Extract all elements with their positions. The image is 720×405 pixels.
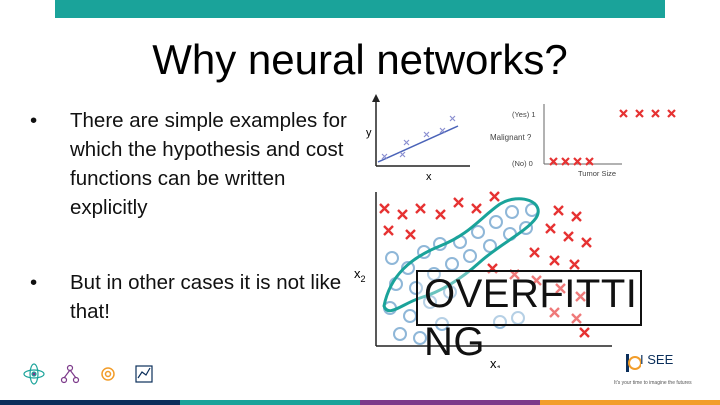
bullet-text: There are simple examples for which the … — [70, 109, 347, 219]
class-crosses — [379, 191, 592, 338]
overfitting-label: OVERFITTI NG — [424, 272, 638, 364]
bottom-color-bar — [0, 400, 720, 405]
logo-text: I SEE — [640, 352, 674, 367]
bottom-bar-segment — [0, 400, 180, 405]
classification-figure: (Yes) 1 Malignant ? (No) 0 Tumor Size — [490, 104, 676, 178]
decision-boundary — [382, 197, 540, 313]
class-1-marks — [619, 109, 676, 118]
no-label: (No) 0 — [512, 159, 533, 168]
x2-axis-label: x2 — [354, 266, 366, 284]
bullet-dot: • — [30, 109, 38, 132]
yes-label: (Yes) 1 — [512, 110, 536, 119]
top-accent-bar — [55, 0, 665, 18]
gear-icon — [101, 367, 115, 381]
overfitting-box — [416, 270, 642, 326]
bottom-bar-segment — [540, 400, 720, 405]
regression-line — [377, 125, 459, 163]
atom-icon — [23, 363, 45, 385]
page-title: Why neural networks? — [152, 36, 568, 83]
y-axis-label: y — [366, 127, 372, 139]
bullet-text: But in other cases it is not like that! — [70, 271, 342, 323]
logo-mark — [626, 354, 641, 372]
scatter-figure: x2 x1 — [354, 191, 612, 368]
x-axis-label: Tumor Size — [578, 169, 616, 178]
network-icon — [60, 364, 80, 384]
bullet-list: • There are simple examples for which th… — [30, 106, 360, 326]
bottom-bar-segment — [360, 400, 540, 405]
chart-icon — [135, 365, 153, 383]
class-0-marks — [549, 157, 594, 166]
bullet-dot: • — [30, 271, 38, 294]
bullet-item: • But in other cases it is not like that… — [30, 268, 360, 326]
regression-figure: y x — [366, 94, 470, 182]
bullet-item: • There are simple examples for which th… — [30, 106, 360, 222]
regression-points — [381, 115, 456, 160]
logo-tagline: It's your time to imagine the futures — [614, 380, 692, 386]
y-axis-arrow — [372, 94, 380, 102]
footer-icons — [23, 363, 153, 385]
malignant-label: Malignant ? — [490, 133, 532, 142]
bottom-bar-segment — [180, 400, 360, 405]
x1-axis-label: x1 — [490, 356, 502, 368]
x-axis-label: x — [426, 171, 432, 182]
